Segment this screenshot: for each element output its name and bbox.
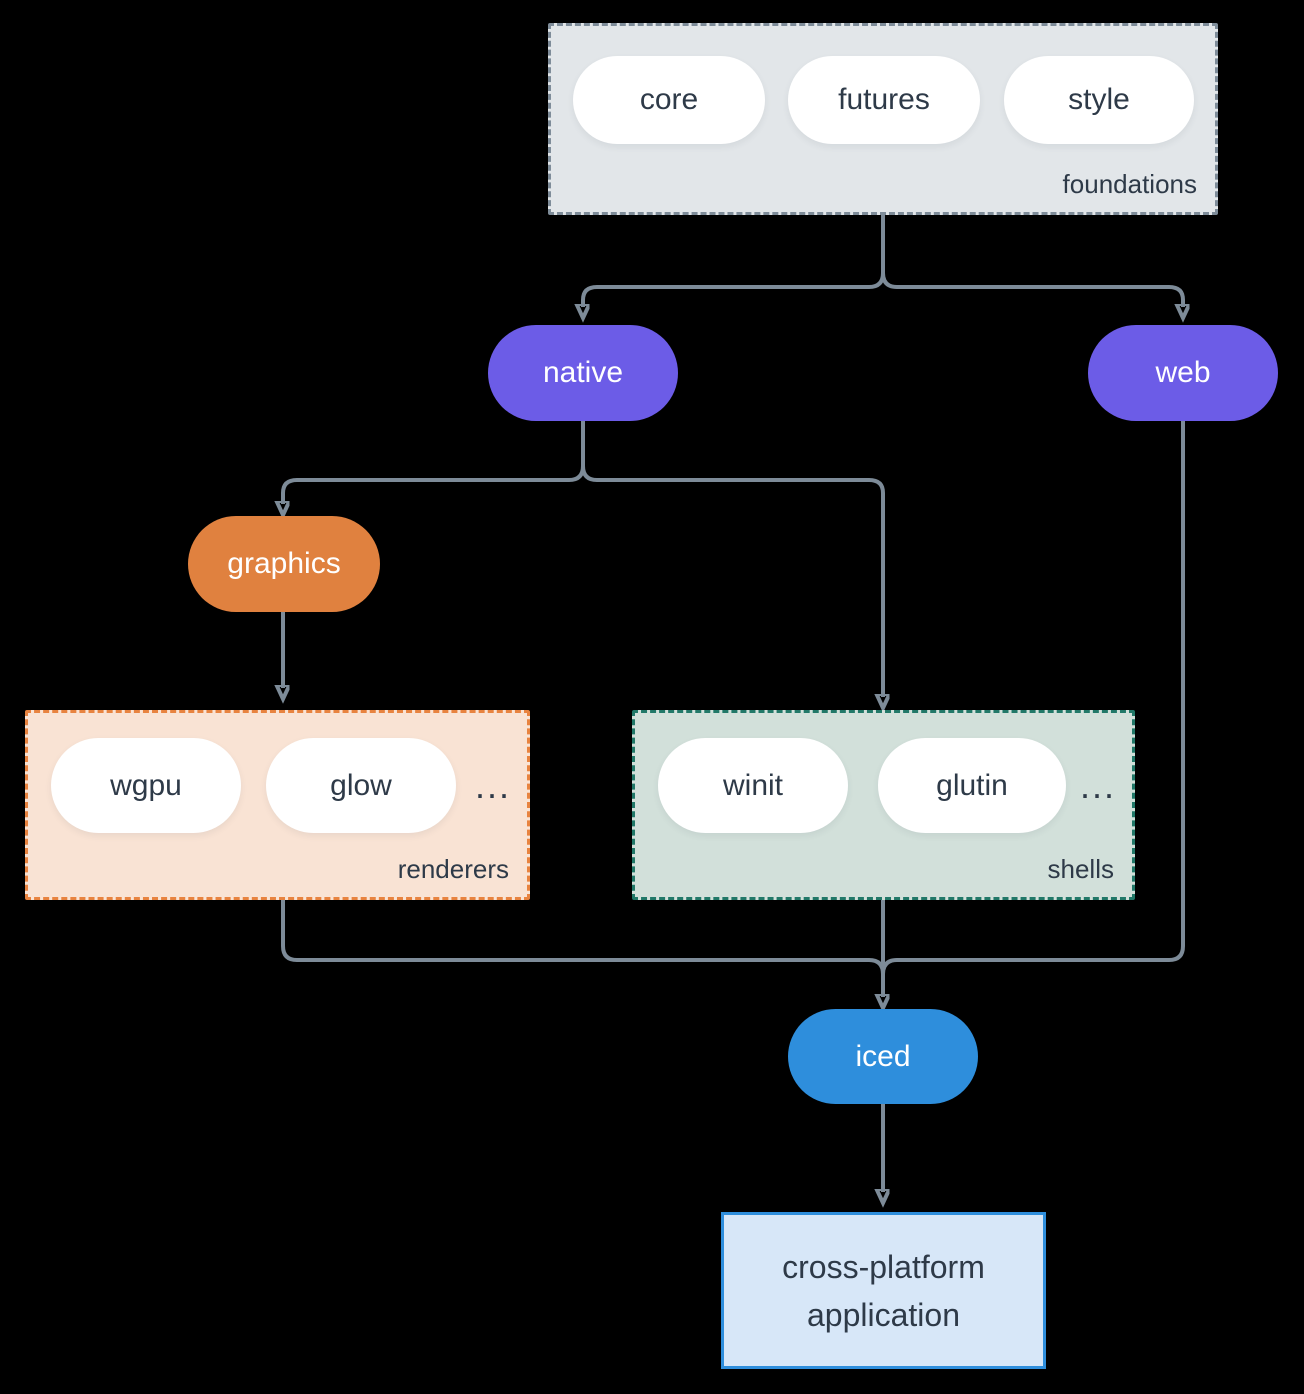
node-iced: iced — [788, 1009, 978, 1104]
renderers-group: wgpu glow ... renderers — [25, 710, 530, 900]
edge-renderers-merge — [281, 900, 885, 975]
group-label-foundations: foundations — [1062, 169, 1197, 199]
shells-group: winit glutin ... shells — [632, 710, 1135, 900]
node-winit: winit — [658, 738, 848, 833]
edge-native-graphics — [283, 421, 585, 504]
node-glutin: glutin — [878, 738, 1066, 833]
node-glow: glow — [266, 738, 456, 833]
edge-native-shells — [581, 421, 883, 697]
renderers-ellipsis: ... — [474, 764, 511, 806]
edge-foundations-native — [583, 214, 885, 307]
node-wgpu: wgpu — [51, 738, 241, 833]
group-label-shells: shells — [1047, 854, 1114, 884]
group-label-renderers: renderers — [397, 854, 509, 884]
node-futures: futures — [788, 56, 980, 144]
node-graphics: graphics — [188, 516, 380, 612]
node-cross-platform-application: cross-platform application — [721, 1212, 1046, 1369]
shells-ellipsis: ... — [1079, 764, 1116, 806]
node-web: web — [1088, 325, 1278, 421]
node-style: style — [1004, 56, 1194, 144]
node-core: core — [573, 56, 765, 144]
foundations-group: core futures style foundations — [548, 23, 1218, 215]
node-native: native — [488, 325, 678, 421]
edge-foundations-web — [881, 214, 1183, 307]
